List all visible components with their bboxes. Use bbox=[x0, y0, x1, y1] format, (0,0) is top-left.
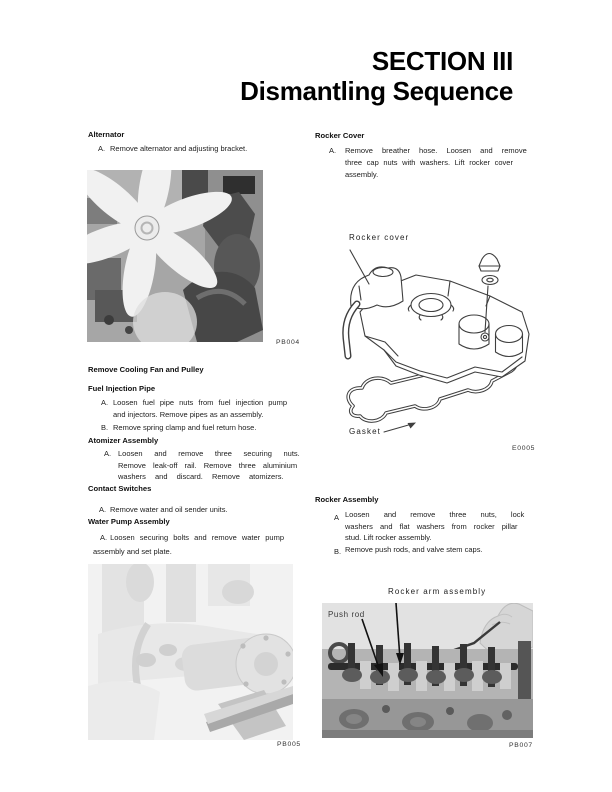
photo-label-rocker-arm-assembly: Rocker arm assembly bbox=[388, 587, 487, 596]
item-line: Remove water and oil sender units. bbox=[110, 505, 228, 514]
rocker-cover-diagram bbox=[342, 249, 530, 433]
instruction-contact-switches-a: A. Remove water and oil sender units. bbox=[99, 504, 260, 516]
item-line: and injectors. Remove pipes as an assemb… bbox=[113, 410, 264, 419]
cylinder-head-block bbox=[322, 699, 533, 738]
item-marker: A. bbox=[98, 144, 106, 153]
rocker-arm-photo bbox=[322, 603, 533, 738]
engine-machinery bbox=[87, 170, 263, 342]
item-line: Loosen and remove three nuts, lock bbox=[345, 510, 525, 519]
item-marker: B. bbox=[101, 423, 109, 432]
item-marker: A. bbox=[101, 398, 109, 407]
heading-alternator: Alternator bbox=[88, 130, 125, 139]
instruction-water-pump-a: A.Loosen securing bolts and remove water… bbox=[93, 531, 303, 558]
heading-remove-cooling-fan: Remove Cooling Fan and Pulley bbox=[88, 365, 204, 374]
foreground-blob bbox=[88, 681, 160, 740]
item-marker: A. bbox=[104, 449, 112, 458]
item-line: Remove spring clamp and fuel return hose… bbox=[113, 423, 257, 432]
annotation-arrows bbox=[361, 603, 404, 677]
item-line: A.Loosen securing bolts and remove water… bbox=[100, 533, 285, 542]
fan-hub bbox=[134, 215, 160, 241]
cooling-fan-photo bbox=[87, 170, 263, 342]
rocker-arms-and-studs bbox=[328, 641, 531, 713]
item-line: Remove breather hose. Loosen and remove bbox=[345, 146, 527, 155]
instruction-fuel-pipe-a: A. Loosen fuel pipe nuts from fuel injec… bbox=[101, 397, 305, 421]
instruction-rocker-assembly-a: A Loosen and remove three nuts, lock was… bbox=[334, 509, 533, 544]
heading-atomizer-assembly: Atomizer Assembly bbox=[88, 436, 159, 445]
item-marker: A bbox=[334, 513, 340, 522]
item-marker: A. bbox=[100, 533, 108, 542]
heading-rocker-cover: Rocker Cover bbox=[315, 131, 365, 140]
breather-tube bbox=[342, 300, 361, 360]
item-line: three cap nuts with washers. Lift rocker… bbox=[345, 158, 513, 167]
item-line: assembly. bbox=[345, 170, 379, 179]
washed-out-area bbox=[133, 292, 197, 342]
section-title: SECTION III bbox=[371, 46, 513, 76]
item-marker: A. bbox=[99, 505, 107, 514]
item-line: Remove alternator and adjusting bracket. bbox=[110, 144, 248, 153]
heading-water-pump-assembly: Water Pump Assembly bbox=[88, 517, 170, 526]
instruction-rocker-assembly-b: B. Remove push rods, and valve stem caps… bbox=[334, 544, 533, 556]
item-marker: B. bbox=[334, 547, 342, 556]
pry-bar bbox=[204, 686, 293, 740]
instruction-alternator-a: A. Remove alternator and adjusting brack… bbox=[98, 143, 260, 155]
figure-code-pb005: PB005 bbox=[277, 741, 301, 748]
breather-housing bbox=[350, 266, 404, 310]
heading-fuel-injection-pipe: Fuel Injection Pipe bbox=[88, 384, 156, 393]
item-line: washers and discard. Remove atomizers. bbox=[118, 472, 284, 481]
diagram-label-gasket: Gasket bbox=[349, 427, 381, 436]
oil-filler-cap bbox=[407, 292, 455, 321]
gasket-arrow bbox=[383, 422, 416, 433]
leader-line-nut bbox=[484, 285, 489, 333]
leader-line-rocker-cover bbox=[349, 249, 370, 285]
fan-blades bbox=[87, 170, 232, 317]
diagram-label-rocker-cover: Rocker cover bbox=[349, 233, 410, 242]
item-line: stud. Lift rocker assembly. bbox=[345, 533, 432, 542]
flat-washer bbox=[481, 274, 499, 286]
item-line: washers and flat washers from rocker pil… bbox=[345, 521, 518, 531]
item-line: Remove push rods, and valve stem caps. bbox=[345, 545, 483, 554]
instruction-rocker-cover-a: A. Remove breather hose. Loosen and remo… bbox=[329, 145, 533, 181]
page-subtitle: Dismantling Sequence bbox=[240, 76, 513, 106]
item-line: assembly and set plate. bbox=[93, 546, 172, 556]
instruction-fuel-pipe-b: B. Remove spring clamp and fuel return h… bbox=[101, 422, 305, 434]
item-marker: A. bbox=[329, 146, 337, 155]
instruction-atomizer-a: A. Loosen and remove three securing nuts… bbox=[104, 448, 303, 483]
heading-contact-switches: Contact Switches bbox=[88, 484, 152, 493]
figure-code-pb004: PB004 bbox=[276, 339, 300, 346]
item-line: Loosen fuel pipe nuts from fuel injectio… bbox=[113, 398, 288, 407]
figure-code-pb007: PB007 bbox=[509, 742, 533, 749]
heading-rocker-assembly: Rocker Assembly bbox=[315, 495, 379, 504]
cap-nut bbox=[478, 252, 501, 272]
item-line: Remove leak-off rail. Remove three alumi… bbox=[118, 460, 298, 470]
photo-label-push-rod: Push rod bbox=[328, 610, 365, 619]
item-line: Loosen and remove three securing nuts. bbox=[118, 449, 300, 458]
figure-code-e0005: E0005 bbox=[512, 445, 536, 452]
stud-bosses bbox=[458, 314, 524, 358]
water-pump-photo bbox=[88, 564, 293, 740]
